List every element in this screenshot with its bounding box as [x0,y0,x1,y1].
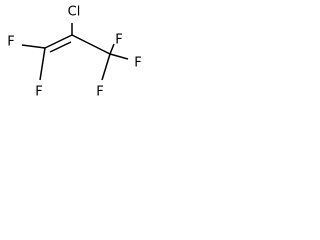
structural-formula: Cl F F F F F [7,5,141,100]
bond-c1-f-upper [21,44,46,49]
atom-label-f-right-top: F [115,33,122,48]
bond-c1-f-lower [39,47,46,81]
atom-label-cl: Cl [68,5,81,20]
atom-labels: Cl F F F F F [7,5,141,100]
bond-c2-c3 [71,34,111,55]
atom-label-f-right-mid: F [134,56,141,71]
atom-label-f-right-bottom: F [96,85,103,100]
bond-c3-f-lower [101,53,111,81]
bond-c3-f-upper [109,43,115,55]
atom-label-f-left-bottom: F [35,85,42,100]
bond-c3-f-right [109,53,129,60]
bond-c1-c2-double-inner [49,41,72,53]
atom-label-f-left-top: F [7,35,14,50]
bonds [21,23,129,81]
bond-c1-c2-double-outer [44,34,73,49]
